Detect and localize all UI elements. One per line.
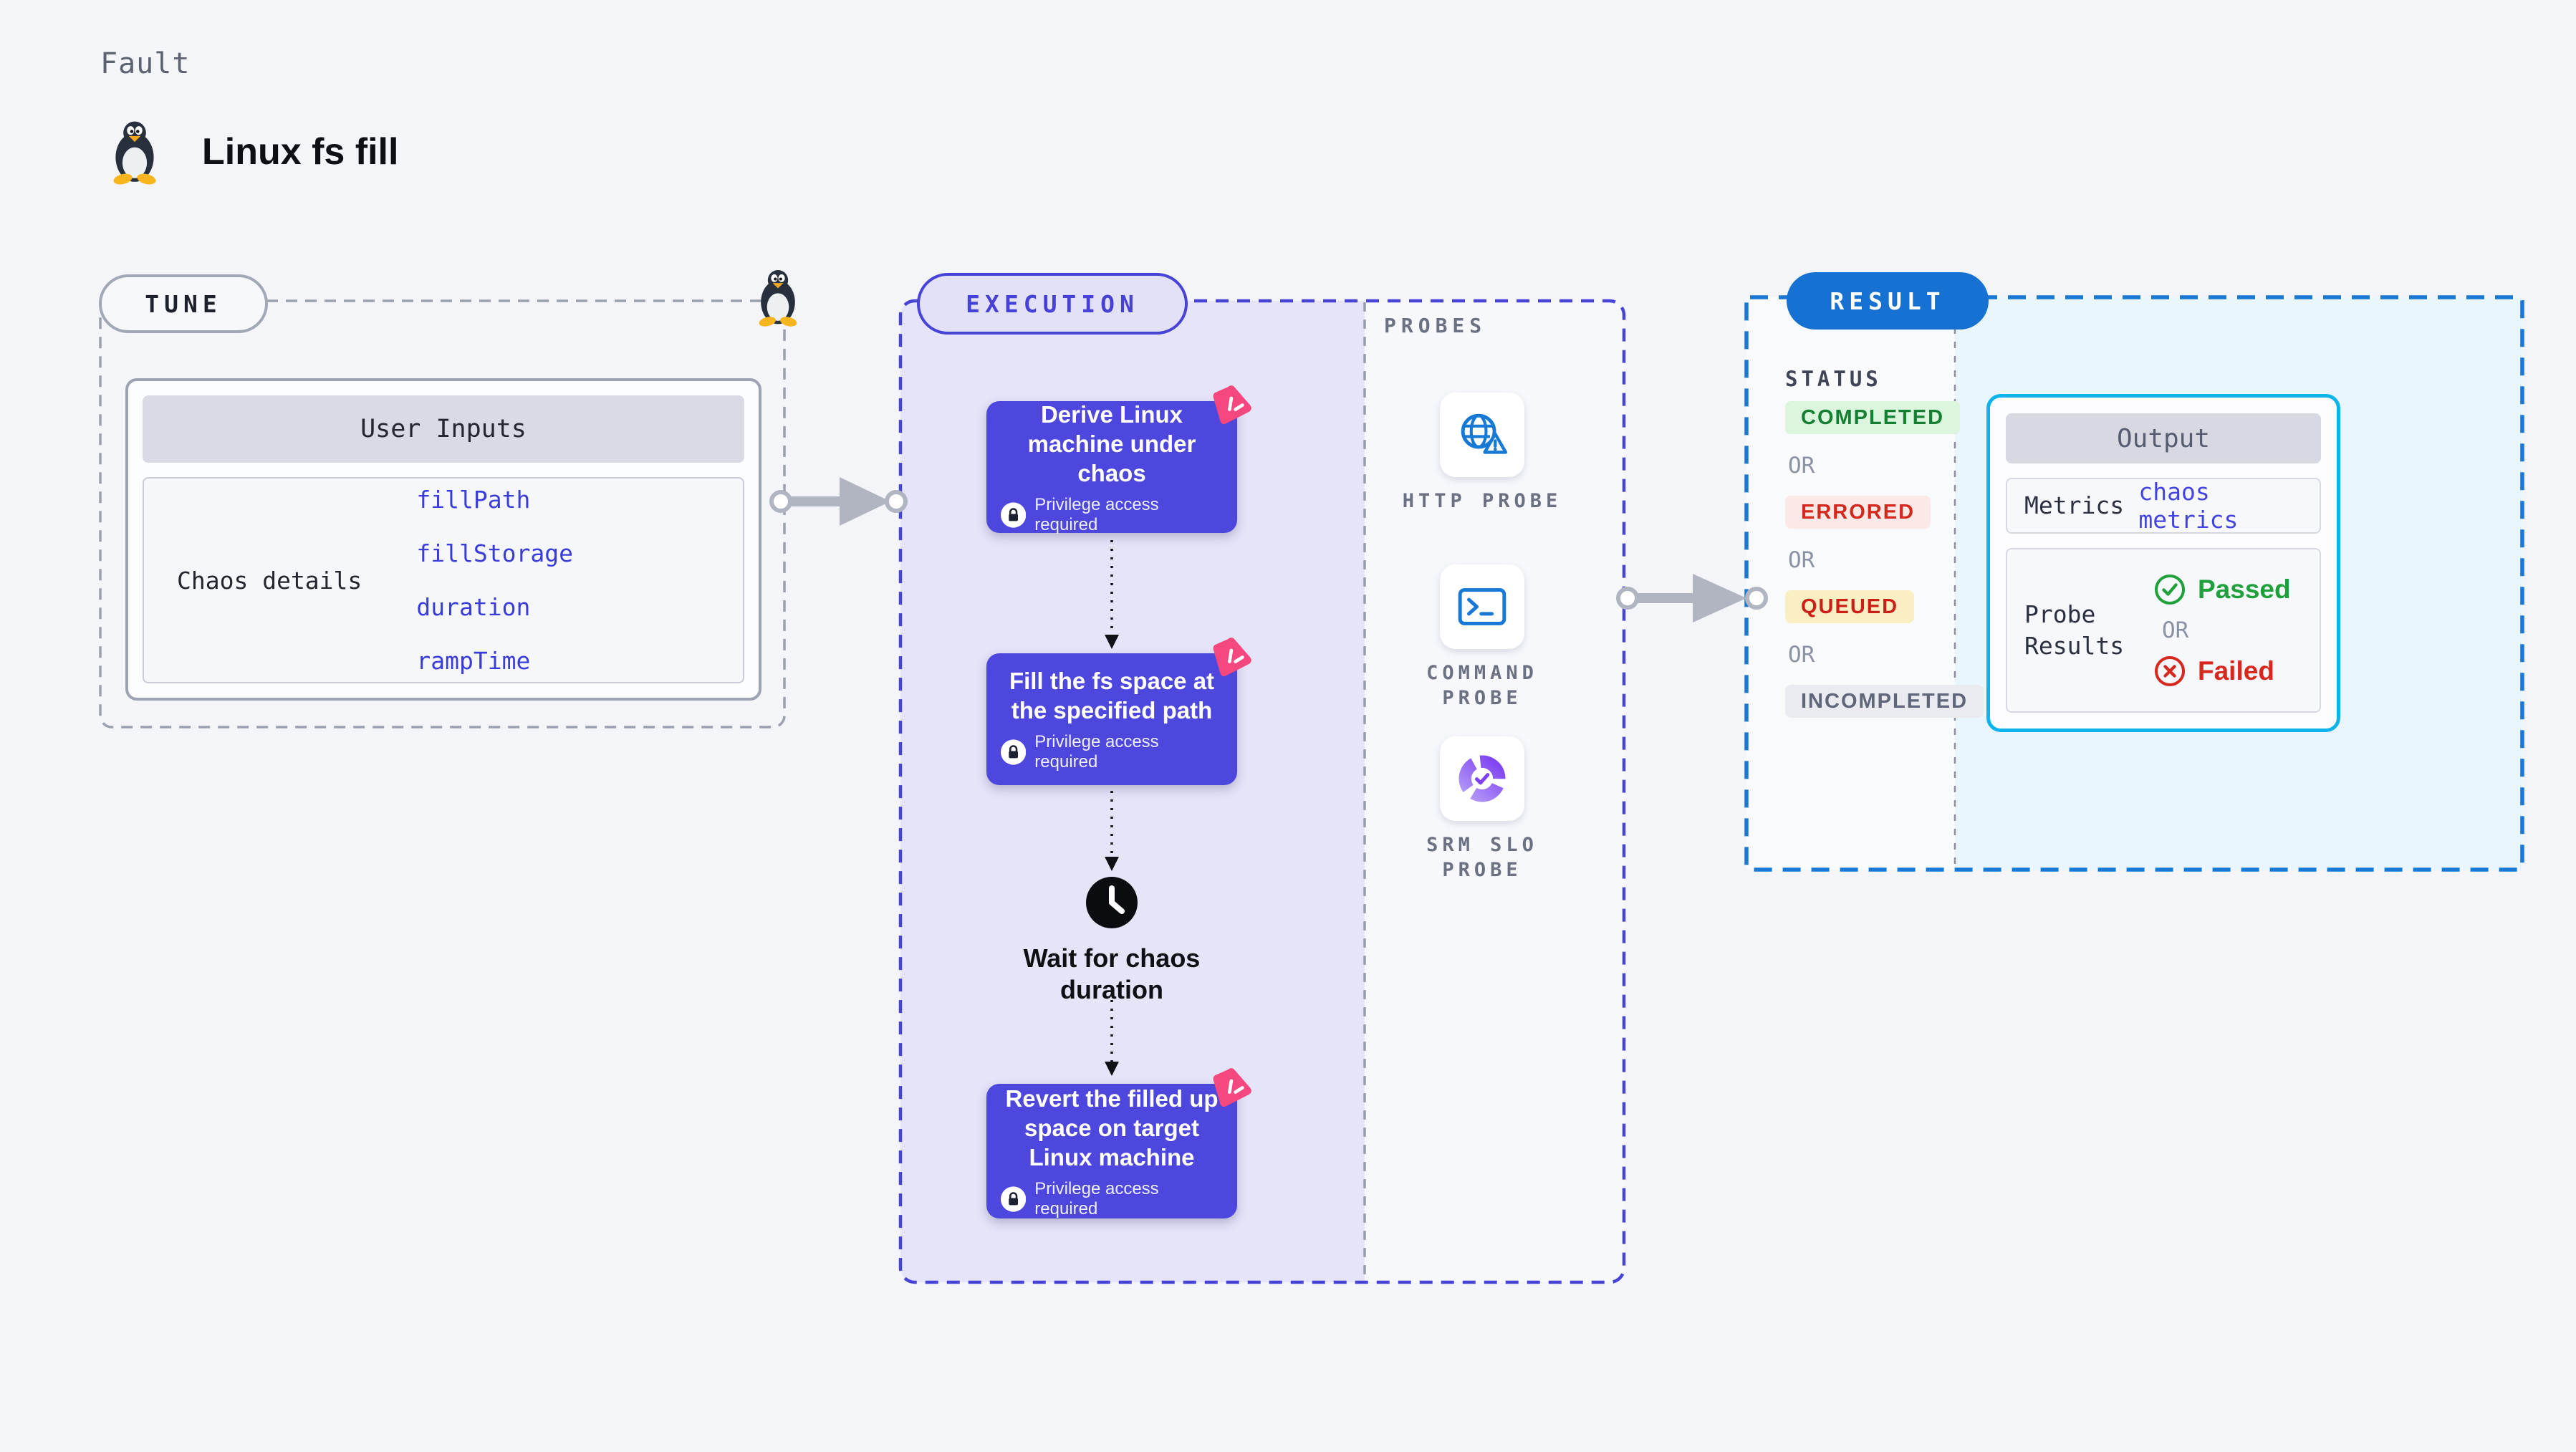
- fault-eyebrow: Fault: [100, 47, 191, 80]
- or-label: OR: [1788, 547, 1815, 573]
- lock-icon: [1001, 501, 1027, 528]
- metrics-row: Metrics chaos metrics: [2006, 478, 2321, 534]
- privilege-badge: Privilege access required: [1001, 1179, 1223, 1219]
- failed-row: Failed: [2153, 655, 2291, 688]
- tux-penguin-icon: [759, 270, 797, 327]
- execution-badge-label: EXECUTION: [966, 289, 1139, 318]
- user-inputs-table: Chaos details fillPath fillStorage durat…: [143, 477, 744, 683]
- step-title: Fill the fs space at the specified path: [1009, 668, 1215, 723]
- chaos-params-list: fillPath fillStorage duration rampTime: [416, 479, 743, 682]
- http-probe-card: [1440, 393, 1524, 477]
- lock-icon: [1001, 1186, 1027, 1212]
- or-label: OR: [1788, 642, 1815, 668]
- status-badge-incompleted: INCOMPLETED: [1785, 685, 1984, 718]
- command-probe-card: [1440, 564, 1524, 649]
- srm-slo-probe-card: [1440, 736, 1524, 821]
- param-fillpath: fillPath: [416, 486, 531, 514]
- param-fillstorage: fillStorage: [416, 539, 573, 567]
- privilege-label: Privilege access required: [1034, 1178, 1159, 1218]
- probes-to-result-arrow: [1616, 574, 1768, 622]
- privilege-label: Privilege access required: [1034, 494, 1159, 534]
- x-circle-icon: [2155, 656, 2185, 686]
- srm-slo-probe-label: SRM SLO PROBE: [1426, 834, 1538, 881]
- chaos-scenario-icon: [1213, 1068, 1251, 1107]
- probes-section-title: PROBES: [1384, 314, 1487, 337]
- privilege-label: Privilege access required: [1034, 732, 1159, 771]
- tux-penguin-icon: [113, 121, 156, 185]
- metrics-value: chaos metrics: [2138, 478, 2239, 534]
- status-badge-errored: ERRORED: [1785, 496, 1931, 529]
- terminal-icon: [1458, 588, 1506, 625]
- chaos-details-label: Chaos details: [177, 566, 362, 595]
- slo-donut-check-icon: [1458, 755, 1506, 802]
- output-header: Output: [2006, 413, 2321, 463]
- tune-section-badge: TUNE: [99, 274, 268, 333]
- passed-row: Passed: [2153, 573, 2291, 606]
- param-duration: duration: [416, 593, 531, 621]
- status-badge-completed: COMPLETED: [1785, 401, 1961, 434]
- or-label: OR: [1788, 453, 1815, 479]
- globe-warning-icon: [1461, 413, 1508, 454]
- metrics-label: Metrics: [2024, 491, 2125, 519]
- status-badge-queued: QUEUED: [1785, 590, 1915, 623]
- result-badge-label: RESULT: [1830, 287, 1946, 315]
- tune-to-execution-arrow: [769, 477, 908, 526]
- privilege-badge: Privilege access required: [1001, 495, 1223, 535]
- user-inputs-card: User Inputs Chaos details fillPath fillS…: [125, 378, 761, 701]
- step-title: Revert the filled up space on target Lin…: [1005, 1085, 1219, 1170]
- step-card-revert-space: Revert the filled up space on target Lin…: [986, 1084, 1237, 1218]
- chaos-scenario-icon: [1213, 638, 1251, 677]
- tune-badge-label: TUNE: [145, 289, 222, 318]
- step-card-fill-fs-space: Fill the fs space at the specified path …: [986, 653, 1237, 785]
- wait-step-label: Wait for chaos duration: [1023, 943, 1201, 1004]
- command-probe-label: COMMAND PROBE: [1426, 662, 1538, 709]
- param-ramptime: rampTime: [416, 647, 531, 675]
- step-title: Derive Linux machine under chaos: [1027, 400, 1196, 486]
- output-card: Output Metrics chaos metrics Probe Resul…: [1986, 394, 2340, 732]
- chaos-scenario-icon: [1213, 385, 1251, 425]
- page-title: Linux fs fill: [202, 131, 399, 173]
- status-list: COMPLETED OR ERRORED OR QUEUED OR INCOMP…: [1785, 401, 1984, 718]
- lock-icon: [1001, 739, 1027, 765]
- status-title: STATUS: [1785, 367, 1882, 391]
- http-probe-label: HTTP PROBE: [1402, 490, 1562, 512]
- failed-label: Failed: [2198, 656, 2274, 686]
- result-section-badge: RESULT: [1787, 272, 1989, 330]
- probe-results-row: Probe Results Passed OR Failed: [2006, 548, 2321, 713]
- clock-icon: [1086, 877, 1138, 928]
- execution-section-badge: EXECUTION: [917, 273, 1188, 335]
- check-circle-icon: [2155, 574, 2185, 605]
- probe-results-values: Passed OR Failed: [2153, 573, 2291, 688]
- probe-results-label: Probe Results: [2024, 600, 2125, 660]
- or-label: OR: [2162, 617, 2189, 643]
- user-inputs-header: User Inputs: [143, 395, 744, 463]
- step-card-derive-machine: Derive Linux machine under chaos Privile…: [986, 400, 1237, 535]
- passed-label: Passed: [2198, 574, 2291, 604]
- privilege-badge: Privilege access required: [1001, 732, 1223, 772]
